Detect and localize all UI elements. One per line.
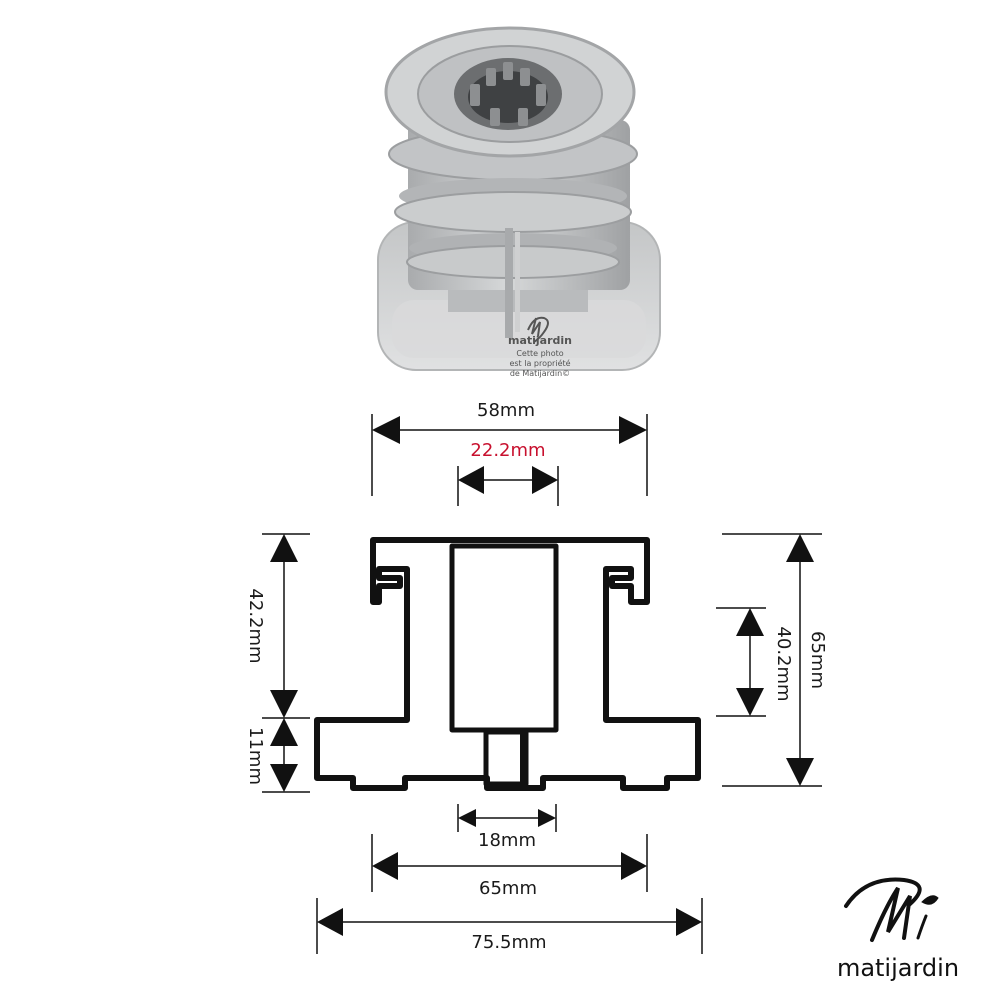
dim-label-base-width: 65mm [479, 878, 537, 899]
watermark-line-1: Cette photo [516, 349, 563, 358]
cross-section-outline [314, 537, 701, 791]
watermark-line-3: de Matijardin© [510, 369, 570, 378]
dim-label-top-width: 58mm [477, 400, 535, 421]
watermark-logo-icon [527, 316, 549, 343]
dim-label-pulley-height: 40.2mm [773, 626, 794, 701]
brand-logo: matijardin [837, 877, 959, 982]
dim-label-overall-width: 75.5mm [471, 932, 546, 953]
photo-watermark: matijardin Cette photo est la propriété … [508, 316, 572, 378]
brand-logo-text: matijardin [837, 954, 959, 982]
dimension-lines [262, 414, 822, 954]
watermark-line-2: est la propriété [509, 358, 570, 368]
watermark-brand: matijardin [508, 334, 572, 347]
dim-label-upper-height: 42.2mm [245, 588, 266, 663]
dim-label-bottom-bore: 18mm [478, 830, 536, 851]
brand-logo-icon [844, 877, 939, 942]
part-photo [377, 26, 661, 371]
dim-label-base-height: 11mm [245, 727, 266, 785]
dim-label-bore: 22.2mm [470, 440, 545, 461]
dim-label-total-height: 65mm [807, 631, 828, 689]
